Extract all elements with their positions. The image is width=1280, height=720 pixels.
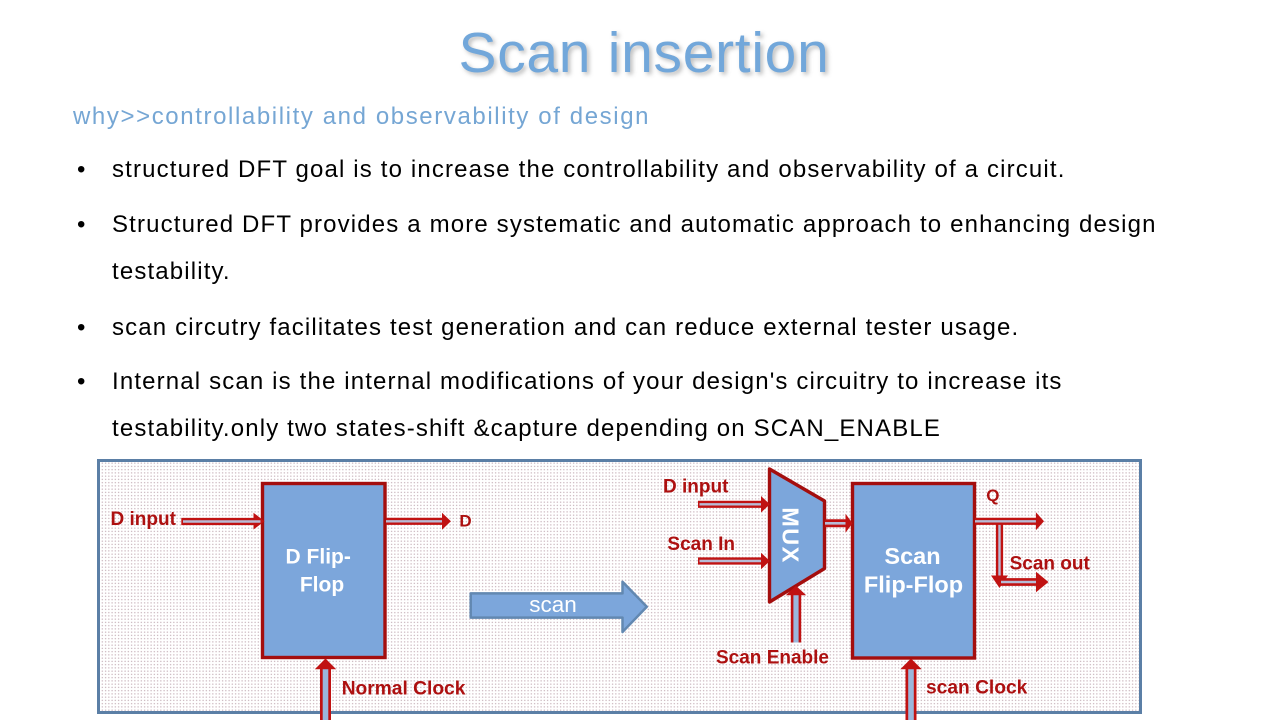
svg-text:MUX: MUX [778, 507, 804, 563]
svg-text:scan: scan [529, 592, 577, 617]
svg-text:Scan In: Scan In [667, 534, 735, 555]
svg-text:scan Clock: scan Clock [926, 677, 1028, 698]
svg-text:Scan Enable: Scan Enable [716, 647, 829, 668]
svg-text:D input: D input [663, 477, 729, 498]
svg-text:Scan out: Scan out [1010, 554, 1091, 575]
svg-text:Normal Clock: Normal Clock [342, 679, 466, 700]
svg-text:Flop: Flop [300, 574, 344, 597]
svg-text:Flip-Flop: Flip-Flop [864, 572, 963, 598]
svg-text:D input: D input [111, 509, 177, 530]
svg-text:D Flip-: D Flip- [286, 546, 351, 569]
svg-text:D: D [459, 512, 471, 531]
svg-text:Scan: Scan [884, 543, 940, 569]
svg-text:Q: Q [986, 486, 999, 505]
